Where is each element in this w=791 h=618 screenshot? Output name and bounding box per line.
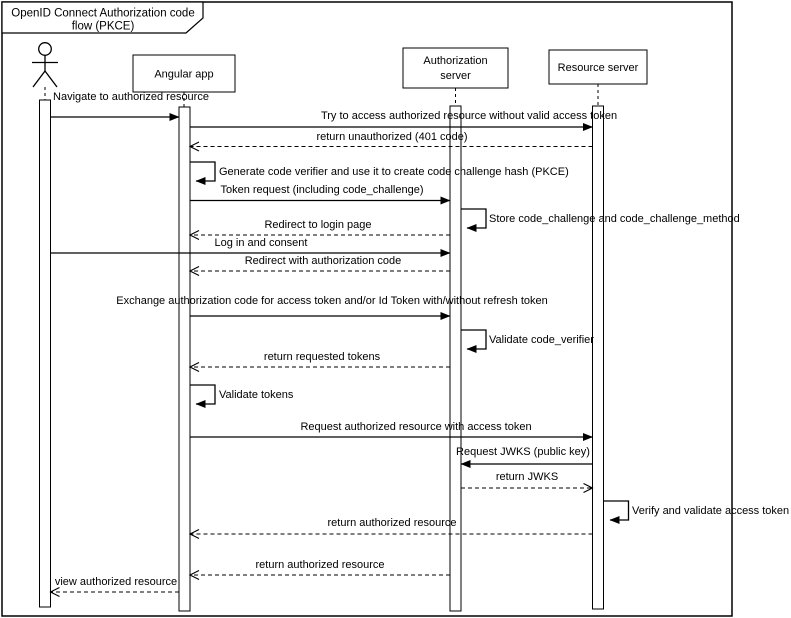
title-box	[1, 1, 204, 34]
actor-head	[38, 42, 52, 56]
message-label: Store code_challenge and code_challenge_…	[489, 213, 740, 225]
message-label: Validate code_verifier	[489, 334, 594, 346]
msg-redirect-with-authorization-code: Redirect with authorization code	[188, 255, 450, 276]
diagram-title: OpenID Connect Authorization code flow (…	[1, 1, 204, 34]
message-label: return unauthorized (401 code)	[316, 131, 467, 143]
message-label: Log in and consent	[215, 237, 308, 249]
msg-return-unauthorized-401: return unauthorized (401 code)	[188, 131, 593, 152]
message-label: Request authorized resource with access …	[300, 421, 531, 433]
msg-validate-code-verifier-self: Validate code_verifier	[461, 329, 594, 353]
msg-return-jwks: return JWKS	[461, 471, 594, 493]
participant-box	[548, 49, 648, 85]
message-label: Exchange authorization code for access t…	[116, 295, 548, 307]
self-message-line	[603, 500, 630, 524]
title-line1: OpenID Connect Authorization code	[11, 8, 194, 20]
title-line2: flow (PKCE)	[72, 21, 135, 33]
activation-user	[39, 99, 51, 608]
message-label: Verify and validate access token	[632, 505, 789, 517]
self-message-line	[461, 329, 487, 353]
message-label: return requested tokens	[264, 351, 381, 363]
participant-resource-server: Resource server	[548, 49, 648, 85]
message-label: Redirect with authorization code	[245, 255, 402, 267]
msg-validate-tokens-self: Validate tokens	[190, 384, 294, 408]
msg-exchange-authorization-code: Exchange authorization code for access t…	[116, 295, 548, 320]
participant-authorization-server: Authorization server	[402, 47, 509, 89]
self-message-line	[190, 384, 216, 408]
participant-label: Angular app	[154, 69, 213, 81]
message-label: Request JWKS (public key)	[456, 446, 590, 458]
message-label: return authorized resource	[255, 559, 384, 571]
activation-angular-app	[178, 106, 191, 612]
actor-user	[32, 42, 58, 88]
msg-return-requested-tokens: return requested tokens	[188, 351, 450, 372]
message-label: Try to access authorized resource withou…	[321, 110, 617, 122]
activation-resource-server	[592, 105, 604, 610]
message-label: Validate tokens	[219, 389, 294, 401]
actor-right-leg	[44, 70, 58, 88]
message-label: Redirect to login page	[264, 219, 371, 231]
msg-generate-code-verifier-self: Generate code verifier and use it to cre…	[190, 161, 569, 185]
participant-box	[402, 47, 509, 89]
message-label: Navigate to authorized resource	[53, 91, 209, 103]
message-label: return authorized resource	[327, 517, 456, 529]
participant-label: Resource server	[558, 62, 639, 74]
msg-verify-validate-access-token-self: Verify and validate access token	[603, 500, 789, 524]
participant-label-line1: Authorization	[423, 55, 487, 67]
diagram-frame	[1, 1, 733, 617]
msg-redirect-to-login-page: Redirect to login page	[188, 219, 450, 240]
participant-angular-app: Angular app	[132, 54, 236, 93]
msg-view-authorized-resource: view authorized resource	[49, 576, 179, 597]
msg-store-code-challenge-self: Store code_challenge and code_challenge_…	[461, 208, 740, 232]
message-label: view authorized resource	[55, 576, 177, 588]
msg-request-jwks: Request JWKS (public key)	[456, 446, 593, 468]
self-message-line	[190, 161, 216, 185]
msg-navigate-to-authorized-resource: Navigate to authorized resource	[50, 91, 209, 121]
self-message-line	[461, 208, 487, 232]
actor-left-leg	[32, 70, 46, 88]
msg-log-in-and-consent: Log in and consent	[50, 237, 451, 257]
message-label: return JWKS	[496, 471, 558, 483]
msg-token-request-code-challenge: Token request (including code_challenge)	[190, 184, 451, 205]
message-label: Generate code verifier and use it to cre…	[219, 166, 569, 178]
message-label: Token request (including code_challenge)	[220, 184, 423, 196]
participant-label-line2: server	[440, 70, 471, 82]
msg-return-authorized-resource-from-auth-server: return authorized resource	[188, 559, 450, 580]
msg-request-authorized-resource: Request authorized resource with access …	[190, 421, 593, 441]
msg-try-access-without-token: Try to access authorized resource withou…	[190, 110, 617, 131]
activation-authorization-server	[449, 105, 462, 612]
msg-return-authorized-resource-from-resource-server: return authorized resource	[188, 517, 593, 539]
